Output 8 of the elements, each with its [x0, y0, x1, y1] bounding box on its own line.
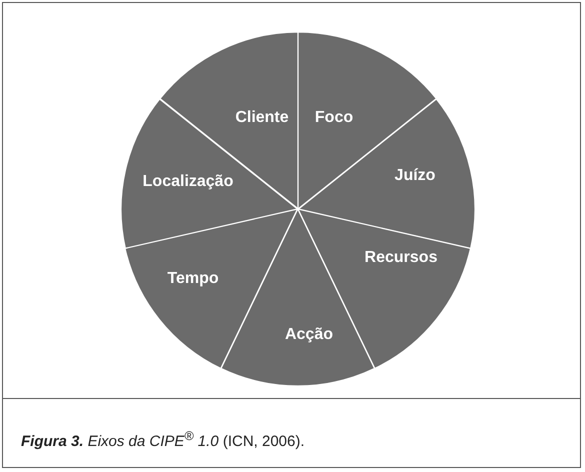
- slice-label: Tempo: [167, 270, 219, 288]
- figure-caption: Figura 3. Eixos da CIPE$^{®}$ 1.0 (ICN, 2006).: [21, 429, 305, 450]
- slice-label: Localização: [142, 172, 234, 191]
- slice-label: Recursos: [364, 249, 438, 267]
- slice-label: Foco: [314, 109, 354, 127]
- slice-label: Juízo: [394, 166, 436, 185]
- slice-label: Cliente: [235, 109, 289, 127]
- slice-label: Acção: [284, 326, 333, 344]
